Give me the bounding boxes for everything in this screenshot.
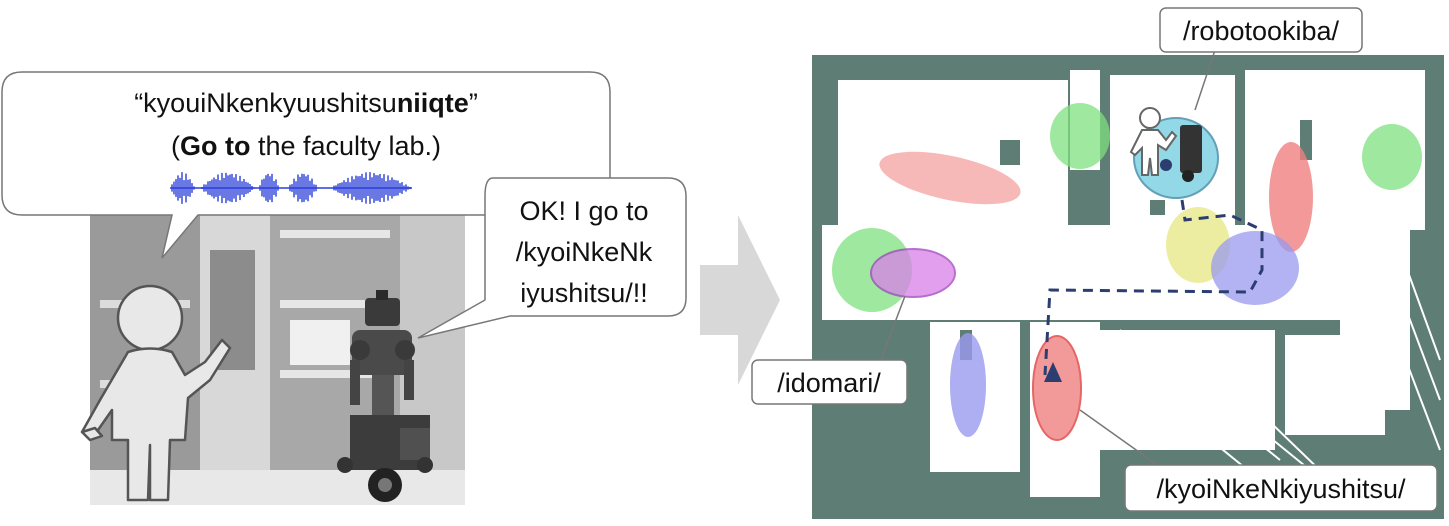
reply-line-1: OK! I go to <box>519 196 648 226</box>
label-idomari: /idomari/ <box>777 368 881 398</box>
label-robotookiba: /robotookiba/ <box>1183 16 1340 46</box>
callout-kyoinkenkiyushitsu: /kyoiNkeNkiyushitsu/ <box>1079 409 1438 512</box>
speech-bubble: “kyouiNkenkyuushitsuniiqte” (Go to the f… <box>1 71 611 259</box>
speech-line-1: “kyouiNkenkyuushitsuniiqte” <box>134 88 478 118</box>
label-kyoinkenkiyushitsu: /kyoiNkeNkiyushitsu/ <box>1156 474 1406 504</box>
region-blue-corridor <box>1211 231 1299 305</box>
region-pink-top-left <box>879 151 1021 205</box>
right-arrow-icon <box>700 215 780 385</box>
robot-reply-bubble: OK! I go to /kyoiNkeNk iyushitsu/!! <box>417 177 687 339</box>
laser-streaks <box>1099 239 1441 481</box>
region-green-right <box>1362 124 1422 190</box>
region-red-goal <box>1032 335 1082 441</box>
region-blue-bottom <box>950 333 986 437</box>
callout-idomari: /idomari/ <box>751 295 908 405</box>
map-robot-marker <box>1160 125 1202 182</box>
waveform <box>170 172 412 204</box>
region-red-right <box>1269 142 1313 252</box>
region-magenta-idomari <box>870 248 956 298</box>
waveform-trace <box>170 172 412 204</box>
map-person-figure <box>1129 107 1178 176</box>
region-green-top <box>1050 103 1110 169</box>
callout-robotookiba: /robotookiba/ <box>1159 7 1363 111</box>
reply-line-3: iyushitsu/!! <box>520 278 648 308</box>
robot <box>337 290 433 502</box>
person-figure <box>80 284 232 502</box>
goal-arrow-icon <box>1044 362 1062 382</box>
planned-path <box>1043 199 1264 376</box>
reply-line-2: /kyoiNkeNk <box>516 237 653 267</box>
speech-line-2: (Go to the faculty lab.) <box>171 131 441 161</box>
